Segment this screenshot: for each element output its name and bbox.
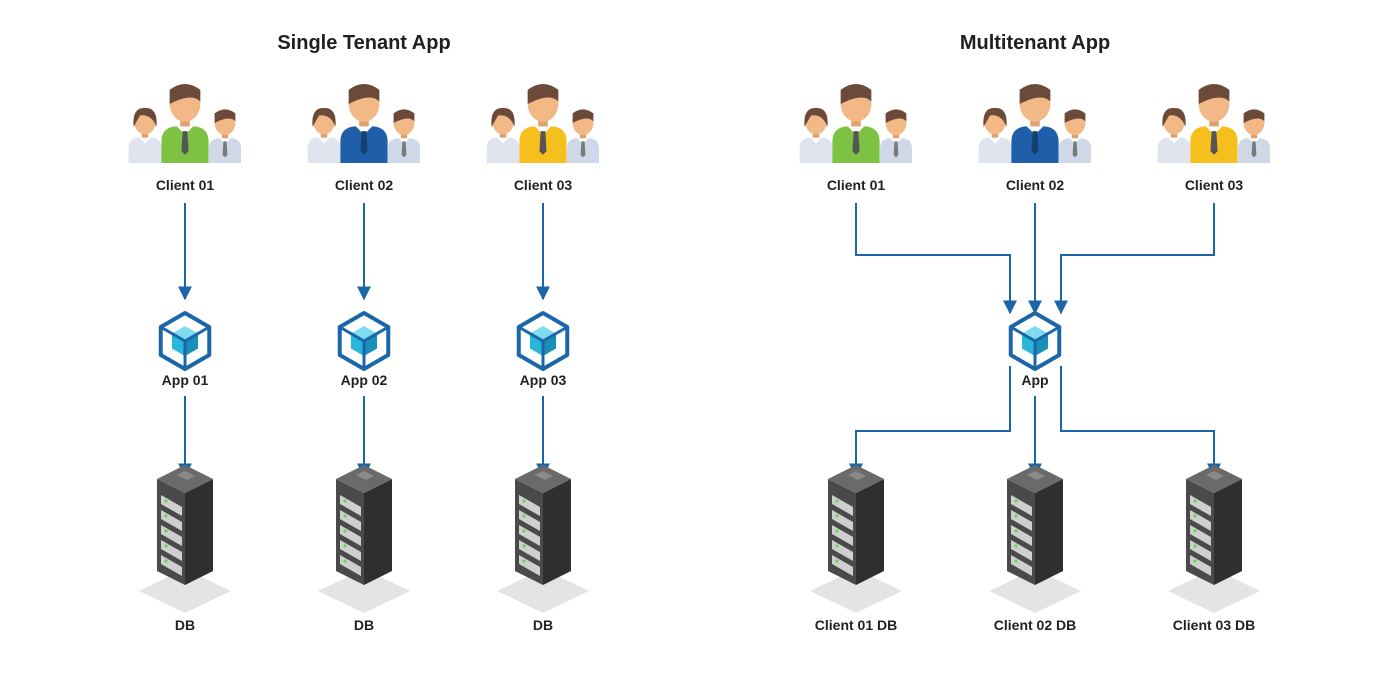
multi-client-02-label: Client 02 bbox=[1005, 177, 1065, 193]
icon-layer bbox=[128, 83, 1270, 613]
multi-db-2-icon bbox=[989, 465, 1081, 613]
single-client-1-icon bbox=[128, 83, 241, 163]
single-client-2-icon bbox=[307, 83, 420, 163]
single-client-03-label: Client 03 bbox=[513, 177, 573, 193]
single-client-3-icon bbox=[486, 83, 599, 163]
multi-client-1-icon bbox=[799, 83, 912, 163]
multi-app-to-db-1-arrow bbox=[849, 366, 1011, 478]
connector-layer bbox=[178, 203, 1221, 478]
single-app-3-icon bbox=[516, 311, 570, 371]
single-db-02-label: DB bbox=[353, 617, 375, 633]
single-db-03-label: DB bbox=[532, 617, 554, 633]
single-app-01-label: App 01 bbox=[161, 372, 209, 388]
single-db-1-icon bbox=[139, 465, 231, 613]
multi-client-01-label: Client 01 bbox=[826, 177, 886, 193]
single-db-2-icon bbox=[318, 465, 410, 613]
multi-db-03-label: Client 03 DB bbox=[1172, 617, 1256, 633]
single-tenant-title: Single Tenant App bbox=[277, 32, 451, 54]
multi-client-3-icon bbox=[1157, 83, 1270, 163]
multi-db-01-label: Client 01 DB bbox=[814, 617, 898, 633]
single-client-02-label: Client 02 bbox=[334, 177, 394, 193]
multitenant-title: Multitenant App bbox=[959, 32, 1111, 54]
multi-client-1-to-app-arrow bbox=[855, 203, 1017, 315]
multi-client-2-icon bbox=[978, 83, 1091, 163]
multi-app-label: App bbox=[1021, 372, 1049, 388]
single-db-01-label: DB bbox=[174, 617, 196, 633]
single-db-3-icon bbox=[497, 465, 589, 613]
multi-client-3-to-app-arrow bbox=[1054, 203, 1215, 315]
single-app-1-icon bbox=[158, 311, 212, 371]
single-app-2-icon bbox=[337, 311, 391, 371]
multi-db-3-icon bbox=[1168, 465, 1260, 613]
multi-app-to-db-3-arrow bbox=[1060, 366, 1221, 478]
multi-db-1-icon bbox=[810, 465, 902, 613]
single-client-01-label: Client 01 bbox=[155, 177, 215, 193]
single-app-02-label: App 02 bbox=[340, 372, 388, 388]
multi-client-03-label: Client 03 bbox=[1184, 177, 1244, 193]
multi-db-02-label: Client 02 DB bbox=[993, 617, 1077, 633]
single-app-03-label: App 03 bbox=[519, 372, 567, 388]
multi-app-icon bbox=[1008, 311, 1062, 371]
